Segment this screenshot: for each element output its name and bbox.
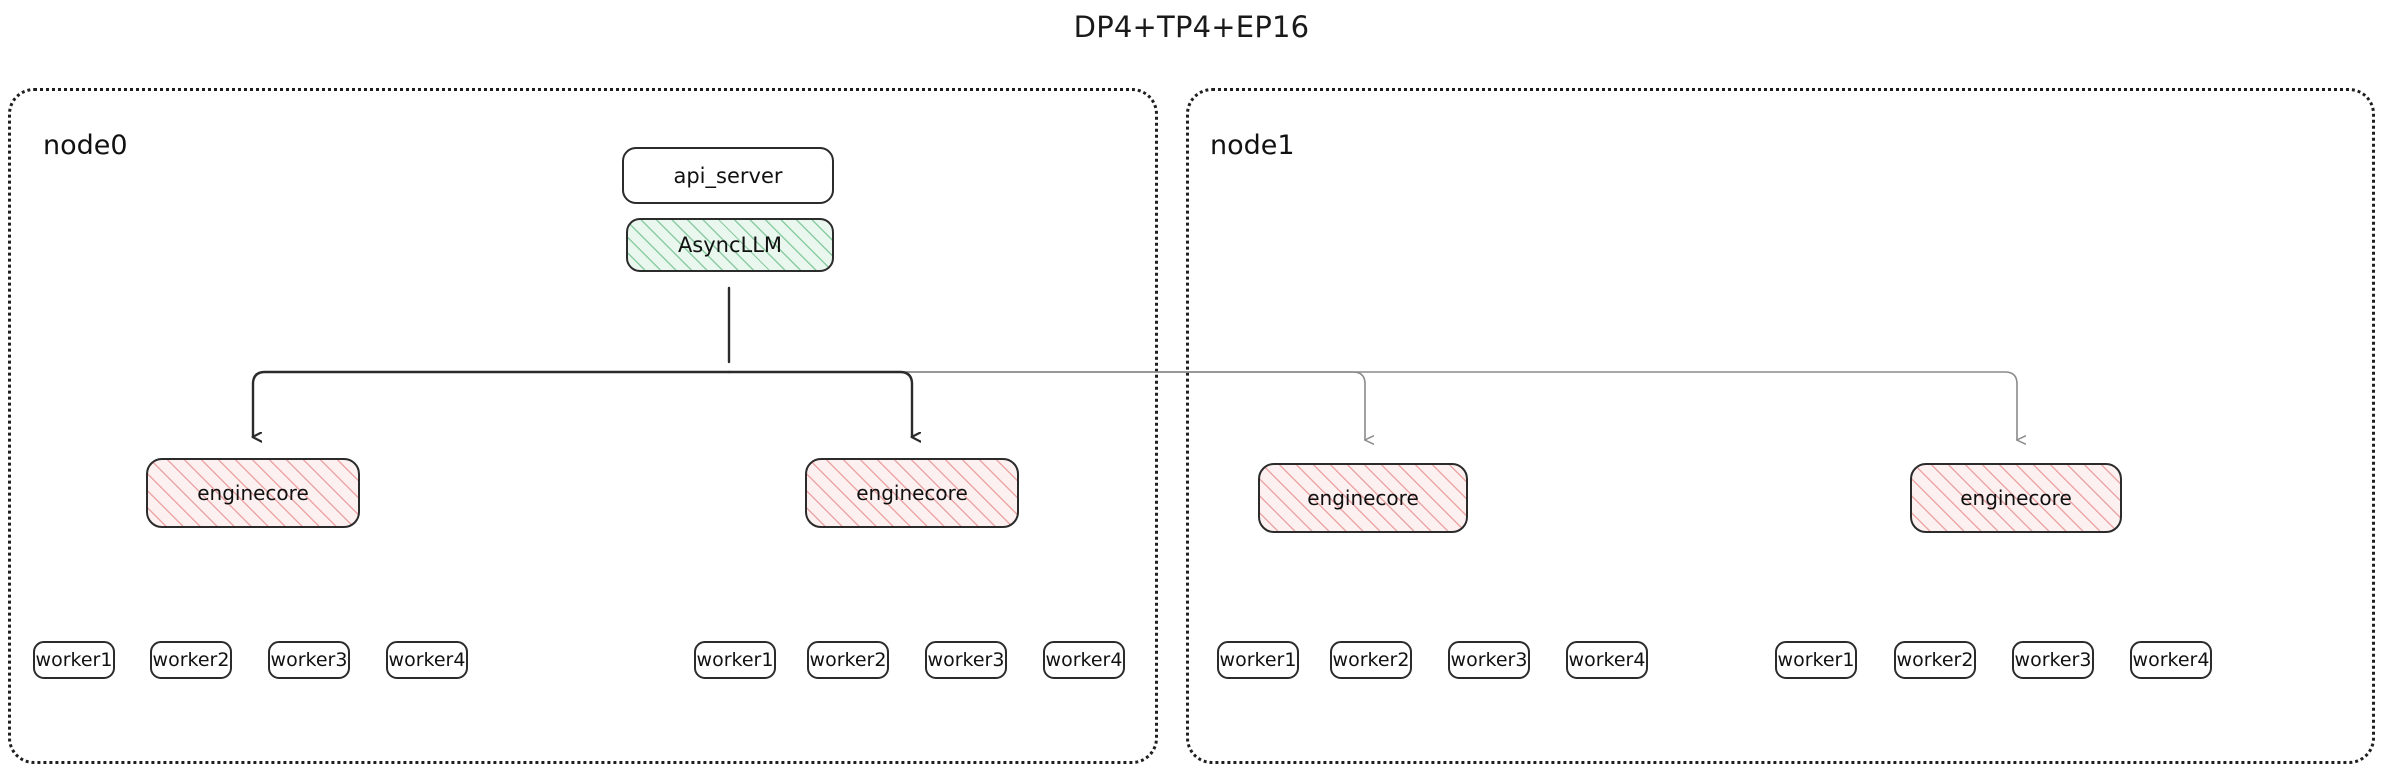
worker-box[interactable]: worker1: [1217, 641, 1299, 679]
enginecore-box[interactable]: enginecore: [146, 458, 360, 528]
worker-box[interactable]: worker4: [1043, 641, 1125, 679]
worker-box[interactable]: worker1: [1775, 641, 1857, 679]
api-server-box[interactable]: api_server: [622, 147, 834, 204]
worker-box[interactable]: worker4: [1566, 641, 1648, 679]
worker-box[interactable]: worker4: [2130, 641, 2212, 679]
node-label-node1: node1: [1210, 130, 1295, 161]
worker-box[interactable]: worker3: [925, 641, 1007, 679]
enginecore-box[interactable]: enginecore: [1910, 463, 2122, 533]
worker-box[interactable]: worker1: [33, 641, 115, 679]
worker-box[interactable]: worker2: [1894, 641, 1976, 679]
worker-box[interactable]: worker1: [694, 641, 776, 679]
worker-box[interactable]: worker3: [1448, 641, 1530, 679]
worker-box[interactable]: worker4: [386, 641, 468, 679]
enginecore-box[interactable]: enginecore: [805, 458, 1019, 528]
node-label-node0: node0: [43, 130, 128, 161]
worker-box[interactable]: worker3: [268, 641, 350, 679]
worker-box[interactable]: worker3: [2012, 641, 2094, 679]
worker-box[interactable]: worker2: [1330, 641, 1412, 679]
worker-box[interactable]: worker2: [150, 641, 232, 679]
worker-box[interactable]: worker2: [807, 641, 889, 679]
enginecore-box[interactable]: enginecore: [1258, 463, 1468, 533]
asyncllm-box[interactable]: AsyncLLM: [626, 218, 834, 272]
page-title: DP4+TP4+EP16: [1073, 10, 1310, 44]
